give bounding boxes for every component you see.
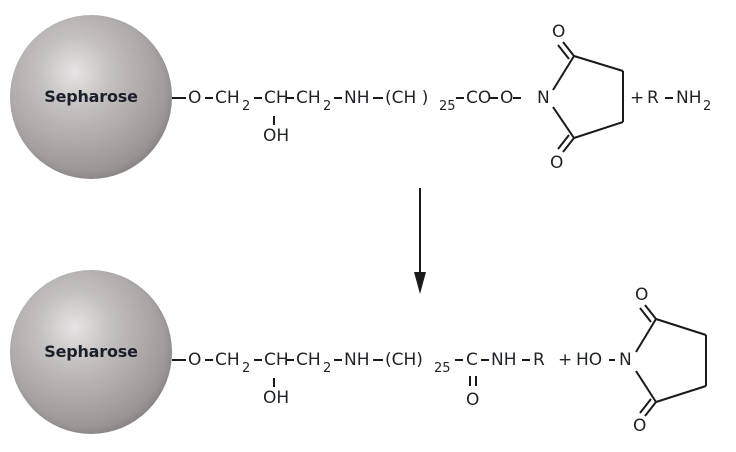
atom-n: N (619, 350, 632, 370)
plus-sign: + (558, 350, 573, 370)
sepharose-bead-reactant: Sepharose (10, 15, 172, 179)
atom-o: O (188, 88, 202, 108)
group-oh: OH (263, 388, 290, 408)
subscript-25: 25 (434, 361, 451, 376)
carbonyl-oxygen: O (466, 390, 480, 410)
bead-label: Sepharose (44, 342, 138, 361)
group-ch2: CH (215, 88, 240, 108)
group-nh: NH (344, 88, 370, 108)
group-ch2: CH (215, 350, 240, 370)
ring-oxygen-bottom: O (633, 416, 647, 436)
group-ch-repeat: (CH ) (385, 88, 429, 108)
group-nh: NH (344, 350, 370, 370)
group-oh: OH (263, 126, 290, 146)
arrow-head (414, 272, 426, 294)
group-ch: CH (264, 88, 289, 108)
ring-oxygen-bottom: O (550, 153, 564, 173)
group-ch2: CH (296, 350, 321, 370)
group-nh: NH (491, 350, 517, 370)
group-ho: HO (576, 350, 603, 370)
atom-c: C (466, 350, 478, 370)
plus-sign: + (630, 88, 645, 108)
group-ch2: CH (296, 88, 321, 108)
group-nh2: NH (676, 88, 702, 108)
ring-oxygen-top: O (552, 22, 566, 42)
subscript: 2 (323, 99, 332, 114)
group-r: R (533, 350, 545, 370)
bead-label: Sepharose (44, 87, 138, 106)
sepharose-bead-product: Sepharose (10, 270, 172, 434)
atom-o: O (188, 350, 202, 370)
subscript-25: 25 (439, 99, 456, 114)
subscript: 2 (242, 99, 251, 114)
ring-oxygen-top: O (635, 285, 649, 305)
subscript: 2 (703, 99, 712, 114)
group-co: CO (466, 88, 492, 108)
subscript: 2 (242, 361, 251, 376)
subscript: 2 (323, 361, 332, 376)
atom-n: N (537, 88, 550, 108)
group-ch: CH (264, 350, 289, 370)
group-ch-repeat: (CH) (385, 350, 423, 370)
atom-o: O (500, 88, 514, 108)
group-r: R (647, 88, 659, 108)
